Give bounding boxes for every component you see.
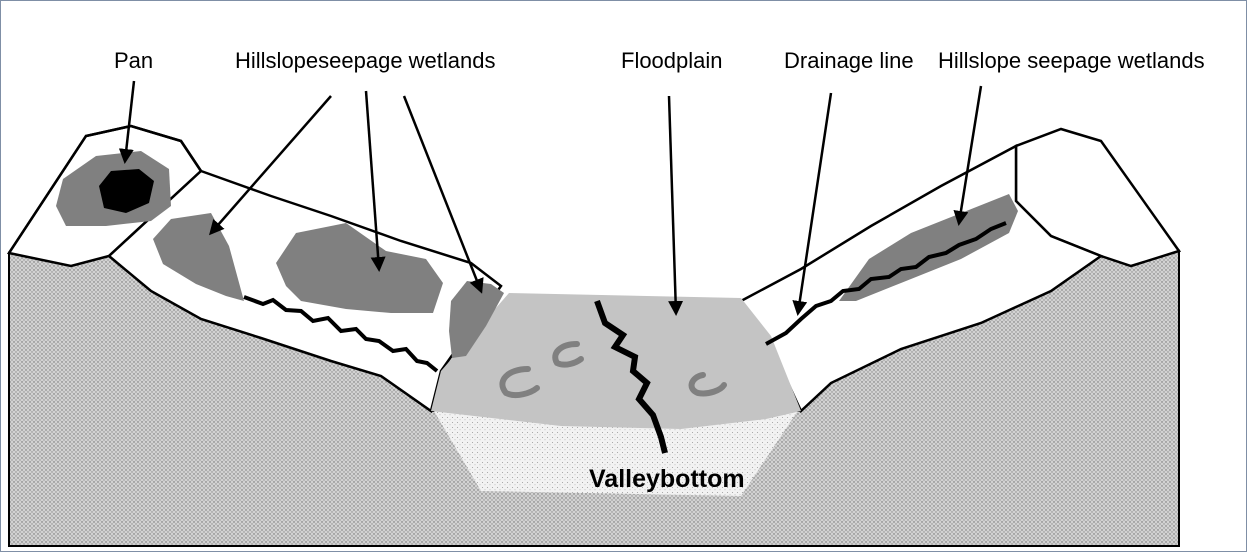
label-hillslope-seepage-right: Hillslope seepage wetlands [938, 48, 1205, 73]
label-valley-bottom: Valleybottom [589, 465, 745, 493]
label-hillslope-seepage-left: Hillslopeseepage wetlands [235, 48, 496, 73]
label-floodplain: Floodplain [621, 48, 723, 73]
arrow-floodplain [669, 96, 676, 313]
label-drainage-line: Drainage line [784, 48, 914, 73]
label-pan: Pan [114, 48, 153, 73]
seepage-wetland-left-2 [276, 223, 443, 313]
